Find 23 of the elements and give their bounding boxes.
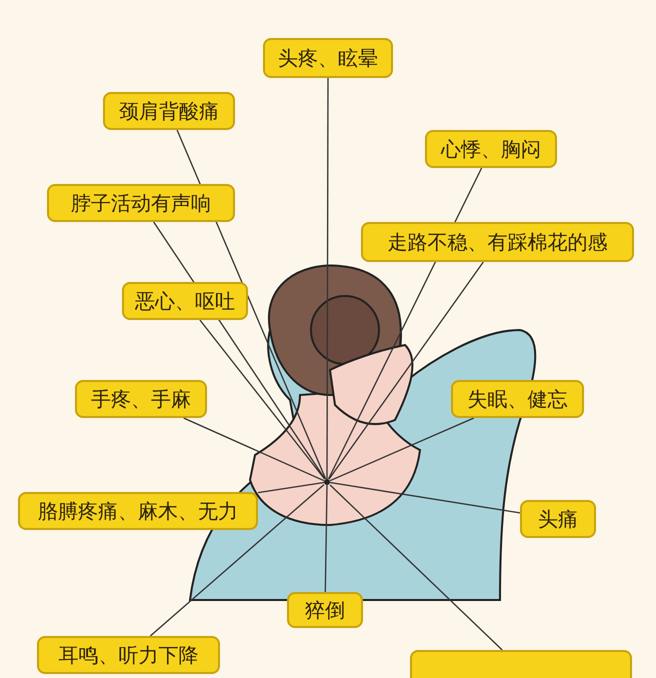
- leader-line: [330, 417, 474, 482]
- leader-line: [258, 482, 324, 494]
- leader-line: [150, 484, 324, 636]
- symptom-label: 头疼、眩晕: [263, 38, 393, 78]
- symptom-label: 脖子活动有声响: [47, 184, 235, 222]
- symptom-label: 颈肩背酸痛: [103, 92, 235, 130]
- leader-line: [328, 262, 484, 480]
- symptom-label: 头痛: [520, 500, 596, 538]
- symptom-label: 胳膊疼痛、麻木、无力: [18, 492, 258, 530]
- symptom-label: 手疼、手麻: [75, 380, 207, 418]
- leader-line: [330, 482, 520, 514]
- leader-line: [324, 484, 328, 592]
- symptom-label: 恶心、呕吐: [122, 282, 248, 320]
- symptom-label: 耳鸣、听力下降: [37, 636, 220, 674]
- leader-line: [330, 484, 503, 650]
- leader-line: [199, 320, 326, 480]
- symptom-label: 走路不稳、有踩棉花的感: [361, 222, 634, 262]
- symptom-label: 心悸、胸闷: [425, 130, 557, 168]
- empty-label-box: [410, 650, 632, 678]
- leader-line: [326, 78, 329, 479]
- leader-line: [183, 417, 324, 482]
- symptom-label: 猝倒: [287, 592, 363, 628]
- symptom-label: 失眠、健忘: [451, 380, 584, 418]
